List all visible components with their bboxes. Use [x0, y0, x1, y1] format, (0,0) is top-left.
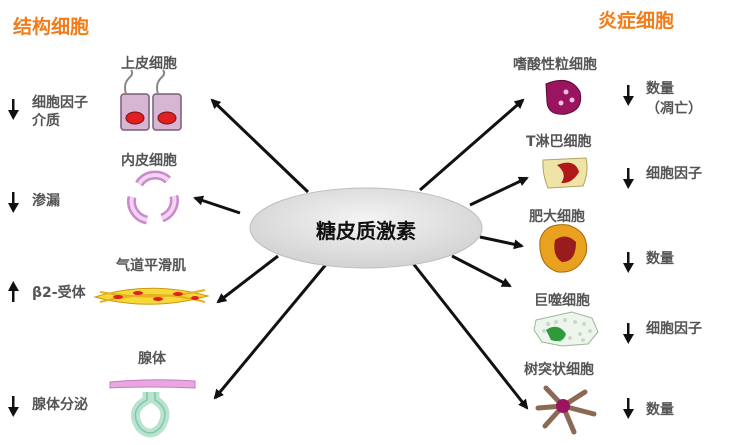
cell-name-eosinophil: 嗜酸性粒细胞	[513, 57, 597, 73]
t-cell-picture	[542, 157, 588, 189]
arrow-down-t-cell	[623, 168, 634, 189]
arrow-to-epithelial	[210, 98, 310, 194]
effect-mast-cell: 数量	[646, 251, 674, 267]
smooth-muscle-picture	[93, 287, 210, 305]
effect-smooth-muscle: β2-受体	[32, 285, 86, 301]
arrow-down-dendritic	[623, 398, 634, 419]
cell-name-mast-cell: 肥大细胞	[529, 209, 585, 225]
cell-name-epithelial: 上皮细胞	[121, 56, 177, 72]
center-label: 糖皮质激素	[316, 219, 416, 243]
cell-name-smooth-muscle: 气道平滑肌	[116, 258, 186, 274]
arrow-to-eosinophil	[419, 98, 525, 192]
gland-picture	[109, 379, 196, 438]
cell-name-dendritic: 树突状细胞	[524, 362, 594, 378]
cell-name-gland: 腺体	[138, 351, 166, 367]
effect-t-cell: 细胞因子	[646, 166, 702, 182]
effect-direction-arrows	[8, 85, 634, 419]
effect-macrophage: 细胞因子	[646, 321, 702, 337]
center-ellipse	[249, 187, 483, 269]
cell-name-endothelial: 内皮细胞	[121, 153, 177, 169]
cell-name-t-cell: T淋巴细胞	[526, 134, 592, 150]
arrow-to-mast-cell	[479, 235, 524, 250]
eosinophil-picture	[545, 79, 582, 115]
effect-dendritic: 数量	[646, 402, 674, 418]
macrophage-picture	[533, 311, 599, 347]
arrow-up-smooth-muscle	[8, 281, 19, 302]
effect-eosinophil-line1: 数量	[646, 81, 674, 97]
epithelial-cell-picture	[120, 69, 182, 131]
effect-epithelial-line1: 细胞因子	[32, 95, 88, 111]
effect-gland: 腺体分泌	[32, 397, 88, 413]
effect-epithelial-line2: 介质	[32, 113, 60, 129]
arrow-to-t-cell	[469, 176, 529, 207]
arrow-down-mast-cell	[623, 252, 634, 273]
cell-name-macrophage: 巨噬细胞	[534, 293, 590, 309]
arrows-inflammatory	[410, 98, 529, 410]
arrow-to-dendritic	[410, 261, 529, 410]
mast-cell-picture	[539, 224, 588, 273]
arrows-structural	[193, 98, 330, 400]
effect-endothelial: 渗漏	[32, 193, 60, 209]
arrow-down-endothelial	[8, 192, 19, 213]
inflammatory-cells-title: 炎症细胞	[598, 10, 675, 32]
arrow-to-macrophage	[451, 254, 512, 288]
arrow-down-eosinophil	[623, 85, 634, 106]
arrow-to-gland	[213, 261, 330, 400]
effect-eosinophil-line2: （凋亡）	[646, 101, 702, 117]
structural-cells-title: 结构细胞	[13, 16, 90, 38]
dendritic-cell-picture	[535, 385, 597, 435]
arrow-down-macrophage	[623, 323, 634, 344]
arrow-down-gland	[8, 396, 19, 417]
arrow-to-endothelial	[193, 195, 241, 215]
arrow-down-epithelial	[8, 99, 19, 120]
arrow-to-smooth-muscle	[216, 254, 279, 304]
